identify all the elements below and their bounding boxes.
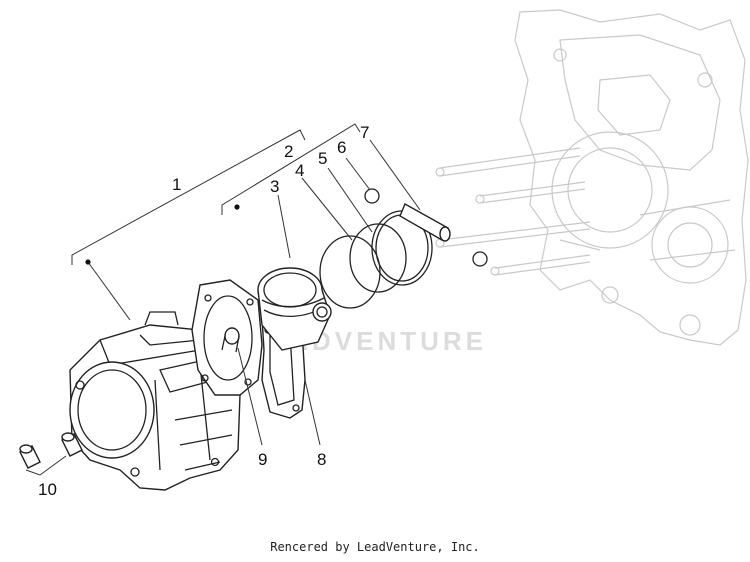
part-10-dowels: [19, 432, 83, 469]
callout-10: 10: [38, 480, 57, 499]
render-credit: Rencered by LeadVenture, Inc.: [270, 540, 480, 554]
callout-8: 8: [317, 450, 326, 469]
callout-5: 5: [318, 149, 327, 168]
part-9-dowel: [221, 327, 240, 353]
callout-1: 1: [172, 175, 181, 194]
callout-7: 7: [360, 123, 369, 142]
callout-3: 3: [270, 177, 279, 196]
part-7-wrist-pin: [399, 203, 488, 267]
callout-4: 4: [295, 161, 304, 180]
part-6-circlip: [364, 188, 380, 204]
callout-labels: 1 2 3 4 5 6 7 8 9 10: [38, 123, 369, 499]
part-3-piston: [257, 267, 332, 351]
callout-6: 6: [337, 138, 346, 157]
callout-2: 2: [284, 142, 293, 161]
crankcase-background: [435, 9, 749, 346]
part-4-piston-ring: [319, 235, 381, 309]
leader-lines: [25, 123, 421, 476]
callout-9: 9: [258, 450, 267, 469]
part-5-piston-ring: [349, 223, 407, 293]
